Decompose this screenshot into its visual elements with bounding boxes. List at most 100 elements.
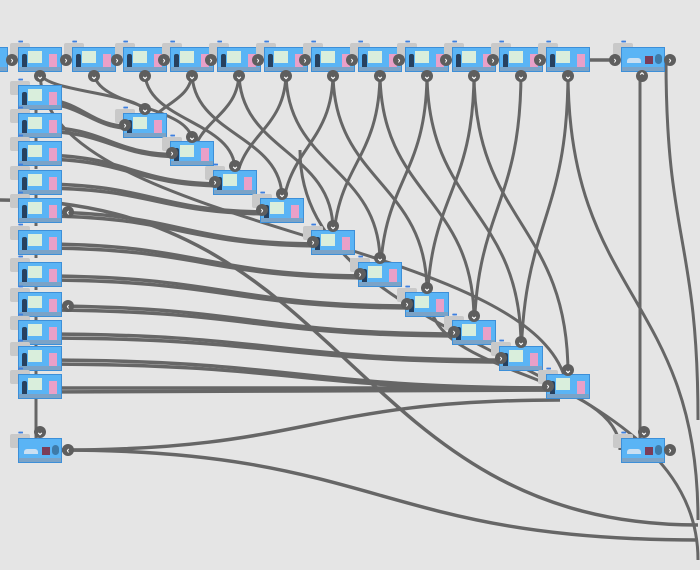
scene-node-left-8[interactable]: •••	[10, 284, 62, 317]
input-port[interactable]: ‹	[62, 300, 74, 312]
node-menu-icon[interactable]: •••	[18, 133, 23, 140]
node-menu-icon[interactable]: •••	[311, 222, 316, 229]
connection-edge[interactable]	[519, 71, 570, 372]
output-port[interactable]: ›	[664, 54, 676, 66]
scene-node-top-4[interactable]: •••	[162, 39, 214, 72]
scene-node-left-7[interactable]: •••	[10, 254, 62, 287]
input-port[interactable]: ›	[534, 54, 546, 66]
node-menu-icon[interactable]: •••	[72, 39, 77, 46]
connection-edge[interactable]	[35, 308, 469, 338]
input-port[interactable]: ⌄	[562, 364, 574, 376]
input-port[interactable]: ›	[158, 54, 170, 66]
input-port[interactable]: ⌄	[468, 310, 480, 322]
connection-edge[interactable]	[143, 71, 237, 171]
connection-edge[interactable]	[35, 210, 324, 246]
input-port[interactable]: ›	[487, 54, 499, 66]
scene-node-left-5[interactable]: •••	[10, 190, 62, 223]
input-port[interactable]: ›	[401, 298, 413, 310]
connection-edge[interactable]	[35, 304, 465, 336]
input-port[interactable]: ›	[205, 54, 217, 66]
node-menu-icon[interactable]: •••	[18, 284, 23, 291]
scene-node-top-12[interactable]: •••	[538, 39, 590, 72]
scene-node-left-9[interactable]: •••	[10, 312, 62, 345]
scene-node-end[interactable]: •••	[613, 39, 665, 72]
node-menu-icon[interactable]: •••	[311, 39, 316, 46]
input-port[interactable]: ⌄	[374, 252, 386, 264]
node-menu-icon[interactable]: •••	[405, 39, 410, 46]
input-port[interactable]: ⌄	[276, 188, 288, 200]
output-port[interactable]: ⌄	[139, 70, 151, 82]
connection-edge[interactable]	[566, 71, 700, 521]
input-port[interactable]: ›	[354, 268, 366, 280]
connection-edge[interactable]	[35, 153, 226, 186]
scene-node-left-10[interactable]: •••	[10, 338, 62, 371]
output-port[interactable]: ⌄	[327, 70, 339, 82]
node-menu-icon[interactable]: •••	[18, 366, 23, 373]
output-port[interactable]: ⌄	[421, 70, 433, 82]
scene-node-left-6[interactable]: •••	[10, 222, 62, 255]
output-port[interactable]: ⌄	[88, 70, 100, 82]
scene-node-top-2[interactable]: •••	[64, 39, 116, 72]
input-port[interactable]: ›	[393, 54, 405, 66]
input-port[interactable]: ⌄	[139, 103, 151, 115]
connection-edge[interactable]	[378, 71, 429, 288]
connection-edge[interactable]	[284, 71, 382, 263]
node-menu-icon[interactable]: •••	[264, 39, 269, 46]
node-menu-icon[interactable]: •••	[170, 133, 175, 140]
node-menu-icon[interactable]: •••	[452, 39, 457, 46]
connection-edge[interactable]	[35, 336, 516, 364]
connection-edge[interactable]	[0, 198, 699, 527]
input-port[interactable]: ›	[119, 119, 131, 131]
connection-edge[interactable]	[59, 448, 699, 542]
input-port[interactable]: ⌄	[515, 336, 527, 348]
input-port[interactable]: ‹	[62, 206, 74, 218]
connection-edge[interactable]	[428, 299, 622, 451]
node-menu-icon[interactable]: •••	[621, 430, 626, 437]
connection-edge[interactable]	[472, 71, 570, 375]
node-menu-icon[interactable]: •••	[405, 284, 410, 291]
output-port[interactable]: ⌄	[233, 70, 245, 82]
scene-node-top-10[interactable]: •••	[444, 39, 496, 72]
node-menu-icon[interactable]: •••	[18, 338, 23, 345]
node-menu-icon[interactable]: •••	[546, 366, 551, 373]
input-port[interactable]: ⌄	[327, 220, 339, 232]
connection-edge[interactable]	[425, 71, 523, 347]
input-port[interactable]: ⌄	[229, 160, 241, 172]
node-menu-icon[interactable]: •••	[123, 105, 128, 112]
output-port[interactable]: ⌄	[374, 70, 386, 82]
node-menu-icon[interactable]: •••	[18, 39, 23, 46]
node-menu-icon[interactable]: •••	[546, 39, 551, 46]
output-port[interactable]: ⌄	[186, 70, 198, 82]
node-menu-icon[interactable]: •••	[213, 162, 218, 169]
connection-edge[interactable]	[35, 182, 273, 214]
input-port[interactable]: ›	[542, 380, 554, 392]
connection-edge[interactable]	[35, 242, 371, 278]
input-port[interactable]: ›	[252, 54, 264, 66]
scene-node-branch-8[interactable]: •••	[444, 312, 496, 345]
connection-edge[interactable]	[35, 332, 512, 362]
node-menu-icon[interactable]: •••	[621, 39, 626, 46]
output-port[interactable]: ⌄	[468, 70, 480, 82]
input-port[interactable]: ›	[166, 147, 178, 159]
node-menu-icon[interactable]: •••	[260, 190, 265, 197]
input-port[interactable]: ⌄	[638, 426, 650, 438]
input-port[interactable]: ›	[495, 352, 507, 364]
scene-node-left-4[interactable]: •••	[10, 162, 62, 195]
connection-edge[interactable]	[331, 71, 382, 256]
node-menu-icon[interactable]: •••	[18, 222, 23, 229]
output-port[interactable]: ›	[664, 444, 676, 456]
input-port[interactable]: ⌄	[421, 282, 433, 294]
output-port[interactable]: ⌄	[34, 70, 46, 82]
node-menu-icon[interactable]: •••	[217, 39, 222, 46]
node-menu-icon[interactable]: •••	[18, 190, 23, 197]
scene-node-left-1[interactable]: •••	[10, 77, 62, 110]
input-port[interactable]: ‹	[62, 444, 74, 456]
connection-edge[interactable]	[35, 246, 375, 280]
scene-node-bottom-end[interactable]: •••	[613, 430, 665, 463]
connection-edge[interactable]	[59, 398, 561, 452]
connection-edge[interactable]	[237, 71, 335, 231]
node-menu-icon[interactable]: •••	[452, 312, 457, 319]
output-port[interactable]: ⌄	[515, 70, 527, 82]
connection-edge[interactable]	[35, 278, 422, 310]
connection-edge[interactable]	[664, 59, 700, 421]
